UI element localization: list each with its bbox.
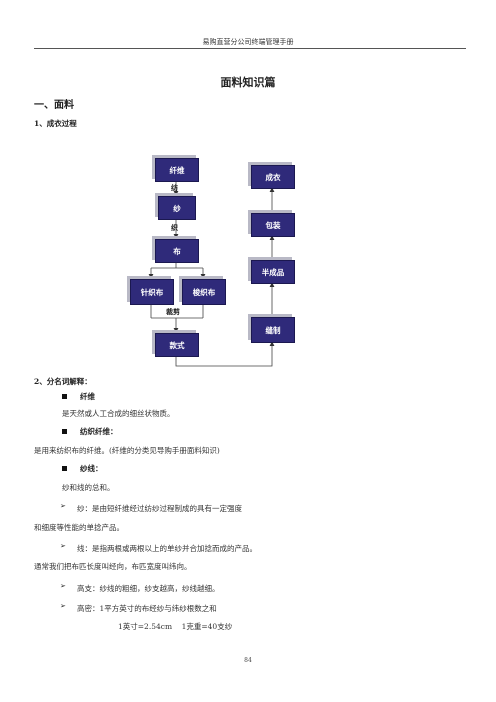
subsection-heading-process: 1、成衣过程 <box>34 119 77 128</box>
yarn-item-1-line-1: 纱：是由短纤维经过纺纱过程制成的具有一定强度 <box>77 504 242 513</box>
term-fiber-definition: 是天然或人工合成的细丝状物质。 <box>62 409 175 418</box>
term-yarn-definition: 纱和线的总和。 <box>62 483 115 492</box>
node-garment: 成衣 <box>251 165 295 189</box>
node-pack: 包装 <box>251 213 295 237</box>
term-textile-fiber-definition: 是用来纺织布的纤维。(纤维的分类见导购手册面料知识) <box>34 446 220 455</box>
yarn-item-2-line-1: 线：是指两根或两根以上的单纱并合加捻而成的产品。 <box>77 544 257 553</box>
label-cut: 裁剪 <box>166 307 180 316</box>
term-fiber-label: 纤维 <box>80 392 95 401</box>
subsection-heading-terms: 2、分名词解释： <box>34 377 92 386</box>
node-cloth: 布 <box>155 239 199 263</box>
term-textile-fiber-label: 纺织纤维： <box>80 427 118 436</box>
yarn-item-1-line-2: 和细度等性能的单捻产品。 <box>34 523 124 532</box>
page-title: 面料知识篇 <box>220 76 276 89</box>
arrow-bullet-icon: ➢ <box>60 582 66 590</box>
yarn-item-3: 高支：纱线的粗细，纱支越高，纱线越细。 <box>77 584 220 593</box>
header-title: 易购直营分公司终端管理手册 <box>202 38 294 46</box>
header-rule <box>34 48 466 49</box>
label-weave: 织 <box>171 223 178 232</box>
node-fiber: 纤维 <box>155 158 199 182</box>
square-bullet-icon <box>62 429 67 434</box>
yarn-item-2-line-2: 通常我们把布匹长度叫经向，布匹宽度叫纬向。 <box>34 562 192 571</box>
section-heading: 一、面料 <box>34 100 74 111</box>
term-yarn-label: 纱线： <box>80 464 103 473</box>
node-semi: 半成品 <box>251 260 295 284</box>
edge-style-sewing <box>175 341 275 367</box>
square-bullet-icon <box>62 466 67 471</box>
page-number: 84 <box>244 657 252 664</box>
yarn-item-4-note: 1英寸=2.54cm 1克重=40支纱 <box>118 622 233 631</box>
arrow-bullet-icon: ➢ <box>60 542 66 550</box>
arrow-bullet-icon: ➢ <box>60 602 66 610</box>
yarn-item-4: 高密：1平方英寸的布经纱与纬纱根数之和 <box>77 604 217 613</box>
node-sewing: 缝制 <box>251 317 295 343</box>
label-spin: 纺 <box>171 183 178 192</box>
square-bullet-icon <box>62 394 67 399</box>
node-knit: 针织布 <box>130 279 174 305</box>
node-style: 款式 <box>155 333 199 357</box>
arrow-bullet-icon: ➢ <box>60 502 66 510</box>
node-yarn: 纱 <box>158 196 196 220</box>
node-woven: 梭织布 <box>182 279 226 305</box>
